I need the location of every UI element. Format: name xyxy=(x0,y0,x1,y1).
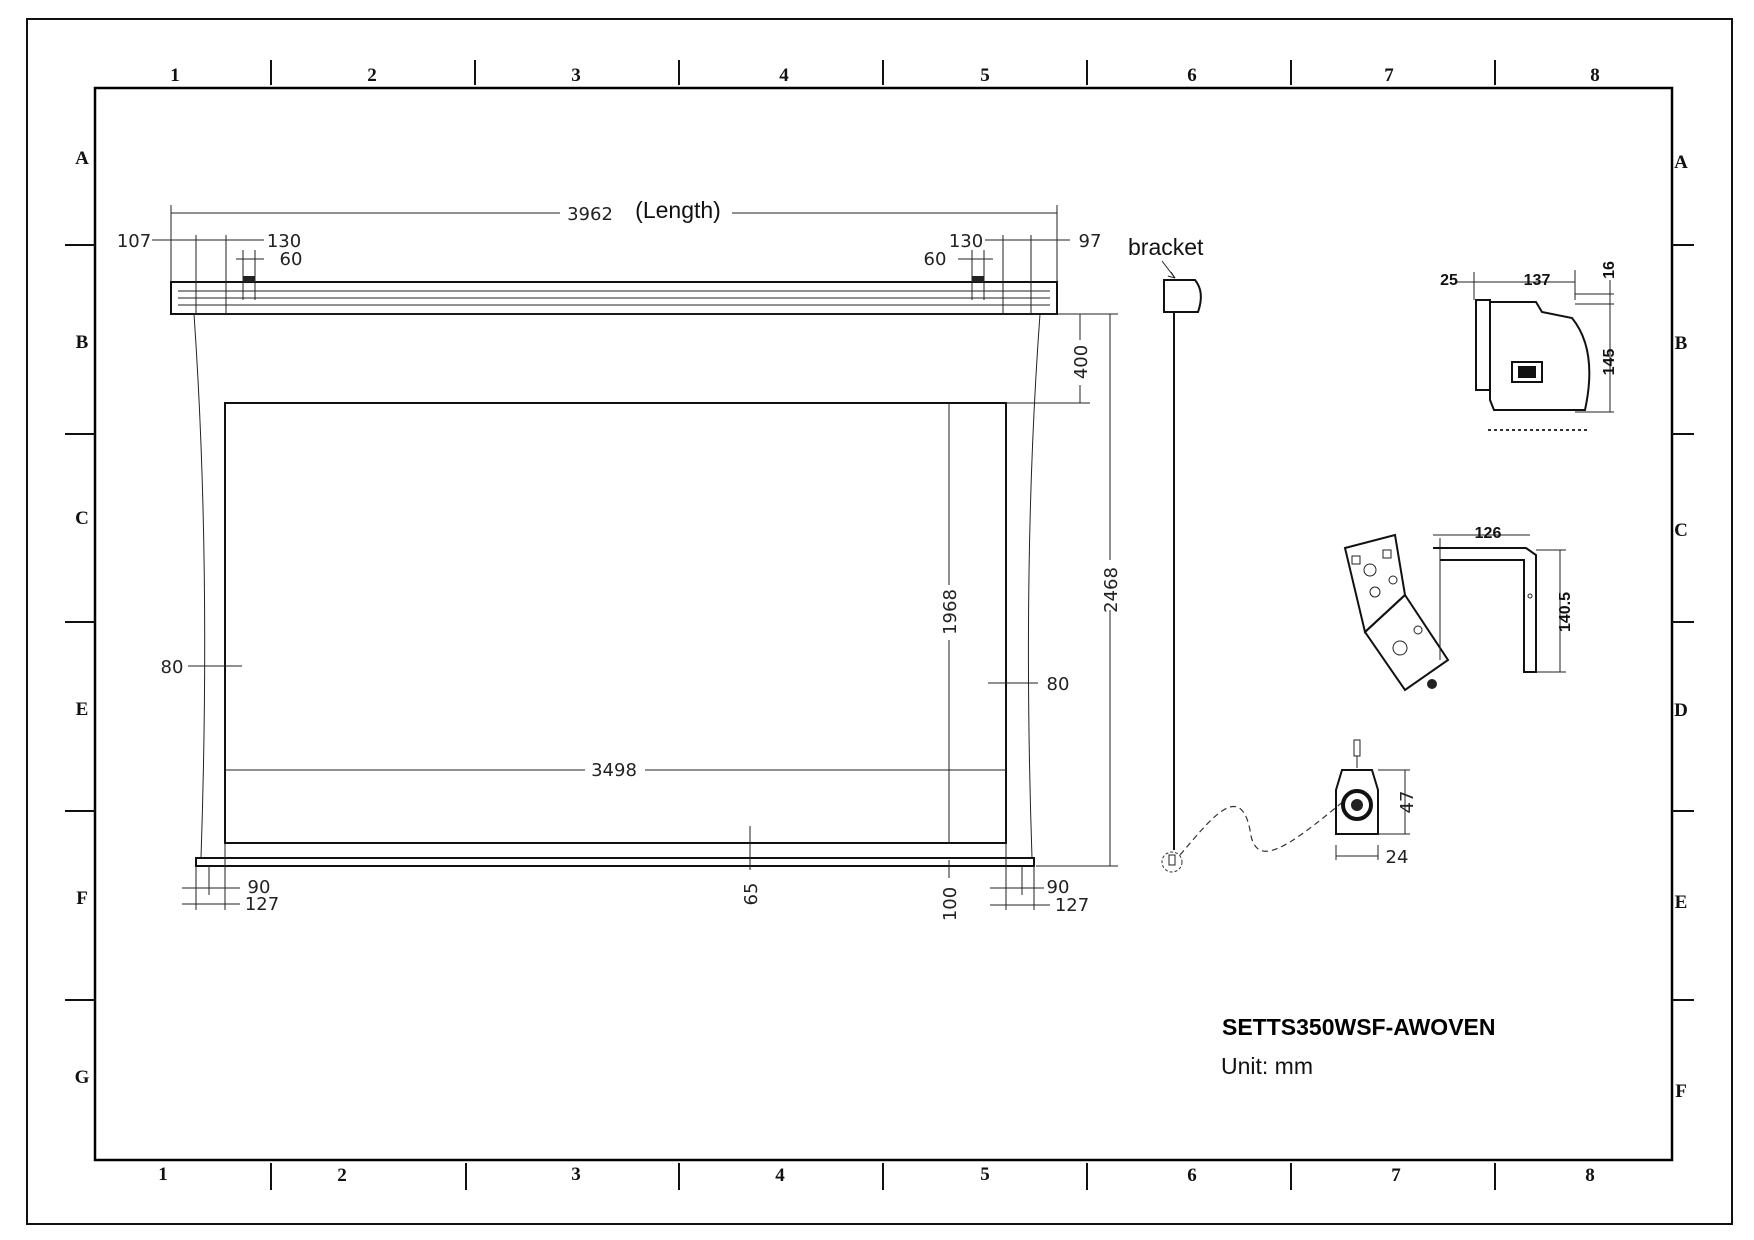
top-column-ruler: 1 2 3 4 5 6 7 8 xyxy=(170,60,1600,86)
dim-bottom-drop: 100 xyxy=(940,887,961,921)
row-label-b: B xyxy=(76,332,89,353)
bottom-col-label-2: 2 xyxy=(337,1165,347,1186)
dim-length: 3962 (Length) xyxy=(170,197,1058,282)
left-row-ruler: A B C E F G xyxy=(65,148,95,1088)
row-label-e: E xyxy=(76,699,89,720)
bottom-col-label-8: 8 xyxy=(1585,1165,1595,1186)
dim-view-width-value: 3498 xyxy=(591,760,637,781)
dim-length-label: (Length) xyxy=(635,197,721,223)
dim-bottom-left-127: 127 xyxy=(245,894,279,915)
dim-view-width: 3498 xyxy=(225,760,1006,781)
row-label-f: F xyxy=(76,888,88,909)
row-label-a: A xyxy=(75,148,89,169)
bottom-bar xyxy=(195,857,1035,867)
bottom-col-label-7: 7 xyxy=(1391,1165,1401,1186)
col-label-4: 4 xyxy=(779,65,789,86)
bracket-detail-view: 126 140.5 xyxy=(1343,525,1574,692)
housing-dim-16: 16 xyxy=(1601,261,1618,279)
right-row-label-d: D xyxy=(1674,700,1688,721)
col-label-1: 1 xyxy=(170,65,180,86)
dim-right-border: 80 xyxy=(1047,674,1070,695)
bracket-detail-width: 126 xyxy=(1475,525,1502,542)
right-row-label-b: B xyxy=(1675,333,1688,354)
dim-bottom-border: 65 xyxy=(741,883,762,906)
bracket-side-view: bracket xyxy=(1128,234,1346,873)
dim-right-verticals: 400 2468 xyxy=(1006,313,1122,867)
unit-label: Unit: mm xyxy=(1221,1053,1313,1079)
right-row-label-e: E xyxy=(1675,892,1688,913)
bottom-col-label-5: 5 xyxy=(980,1164,990,1185)
dim-view-height: 1968 xyxy=(940,403,961,843)
right-row-label-a: A xyxy=(1674,152,1688,173)
bracket-housing-icon xyxy=(1163,279,1202,313)
col-label-5: 5 xyxy=(980,65,990,86)
dim-left-130: 130 xyxy=(267,231,301,252)
bottom-col-label-3: 3 xyxy=(571,1164,581,1185)
dim-right-97: 97 xyxy=(1079,231,1102,252)
housing-dim-25: 25 xyxy=(1440,272,1458,289)
dim-bottom: 65 100 xyxy=(741,826,961,921)
col-label-6: 6 xyxy=(1187,65,1197,86)
outer-frame xyxy=(26,18,1733,1225)
row-label-c: C xyxy=(75,508,89,529)
bottom-col-label-1: 1 xyxy=(158,1164,168,1185)
dim-left-top-offsets: 107 130 60 xyxy=(117,231,303,314)
housing-dim-137: 137 xyxy=(1524,272,1551,289)
right-row-label-c: C xyxy=(1674,520,1688,541)
dim-left-107: 107 xyxy=(117,231,151,252)
dim-bottom-left: 90 127 xyxy=(182,843,279,915)
dim-bottom-right-127: 127 xyxy=(1055,895,1089,916)
model-number: SETTS350WSF-AWOVEN xyxy=(1222,1014,1495,1040)
dim-right-60: 60 xyxy=(924,249,947,270)
inner-frame xyxy=(93,86,1674,1162)
bottom-column-ruler: 1 2 3 4 5 6 7 8 xyxy=(158,1163,1595,1190)
dim-bottom-left-90: 90 xyxy=(248,877,271,898)
col-label-2: 2 xyxy=(367,65,377,86)
receiver-view: 47 24 xyxy=(1335,739,1418,868)
right-row-label-f: F xyxy=(1675,1081,1687,1102)
right-row-ruler: A B C D E F xyxy=(1672,152,1694,1102)
dim-left-60: 60 xyxy=(280,249,303,270)
remote-cable xyxy=(1179,799,1346,856)
col-label-8: 8 xyxy=(1590,65,1600,86)
dim-right-130: 130 xyxy=(949,231,983,252)
bottom-col-label-4: 4 xyxy=(775,1165,785,1186)
dim-bottom-right-90: 90 xyxy=(1047,877,1070,898)
receiver-width: 24 xyxy=(1386,847,1409,868)
dim-side-borders: 80 80 xyxy=(161,657,1070,695)
housing-section-icon xyxy=(1489,301,1591,411)
receiver-height: 47 xyxy=(1397,791,1418,814)
bracket-label: bracket xyxy=(1128,234,1204,260)
dim-right-top-offsets: 130 97 60 xyxy=(924,231,1102,314)
dim-bottom-right: 90 127 xyxy=(990,843,1089,916)
dim-view-height-value: 1968 xyxy=(940,589,961,635)
row-label-g: G xyxy=(75,1067,90,1088)
bracket-detail-height: 140.5 xyxy=(1557,592,1574,632)
dim-length-value: 3962 xyxy=(567,204,613,225)
housing-section-view: 25 137 16 145 xyxy=(1440,261,1618,431)
col-label-7: 7 xyxy=(1384,65,1394,86)
housing-dim-145: 145 xyxy=(1601,349,1618,376)
dim-top-drop: 400 xyxy=(1071,345,1092,379)
dim-total-height: 2468 xyxy=(1101,567,1122,613)
bottom-col-label-6: 6 xyxy=(1187,1165,1197,1186)
dim-left-border: 80 xyxy=(161,657,184,678)
col-label-3: 3 xyxy=(571,65,581,86)
